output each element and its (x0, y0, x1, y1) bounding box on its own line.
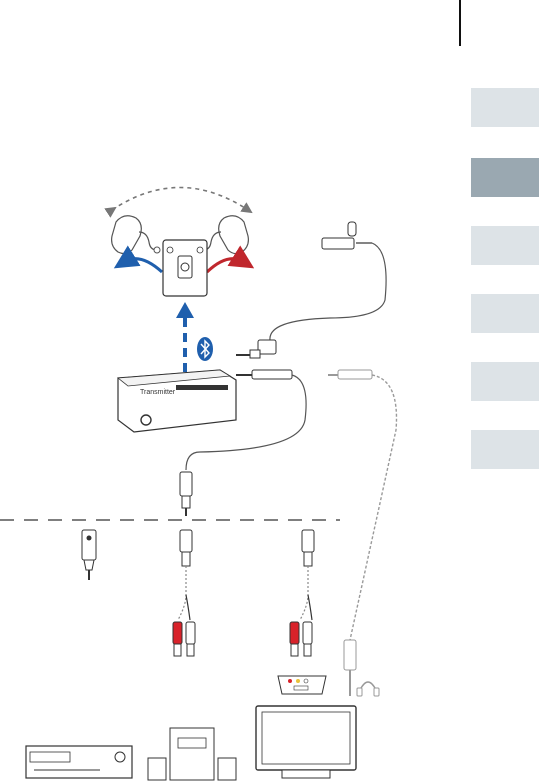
angled-jack-icon (236, 340, 276, 358)
jack-plug-icon (180, 472, 192, 516)
transmitter-label: Transmitter (140, 389, 176, 396)
side-tab-1[interactable] (471, 88, 539, 127)
television-icon (256, 706, 356, 778)
side-tab-6[interactable] (471, 430, 539, 469)
left-arrow (124, 259, 162, 272)
connection-diagram: Transmitter (0, 0, 460, 783)
rca-cable-icon-2 (290, 530, 314, 656)
jack-adapter-icon (82, 530, 96, 580)
side-tab-4[interactable] (471, 294, 539, 333)
side-tab-5[interactable] (471, 362, 539, 401)
hifi-system-icon (148, 728, 236, 780)
side-tab-3[interactable] (471, 226, 539, 265)
bluetooth-icon (197, 337, 213, 361)
hearing-aid-left-icon (112, 216, 160, 254)
binaural-link-arrow (112, 188, 248, 211)
transmitter-box-icon: Transmitter (118, 370, 236, 432)
right-arrow (207, 259, 244, 272)
stereo-receiver-icon (26, 746, 132, 778)
side-tab-2[interactable] (471, 158, 539, 197)
remote-control-icon (163, 240, 207, 296)
headphone-cable (328, 370, 397, 640)
rca-cable-icon-1 (173, 530, 195, 656)
lapel-microphone-icon (270, 222, 386, 340)
bluetooth-arrow-head (176, 302, 194, 318)
headphones-icon (344, 640, 379, 696)
scart-adapter-icon (278, 676, 326, 694)
